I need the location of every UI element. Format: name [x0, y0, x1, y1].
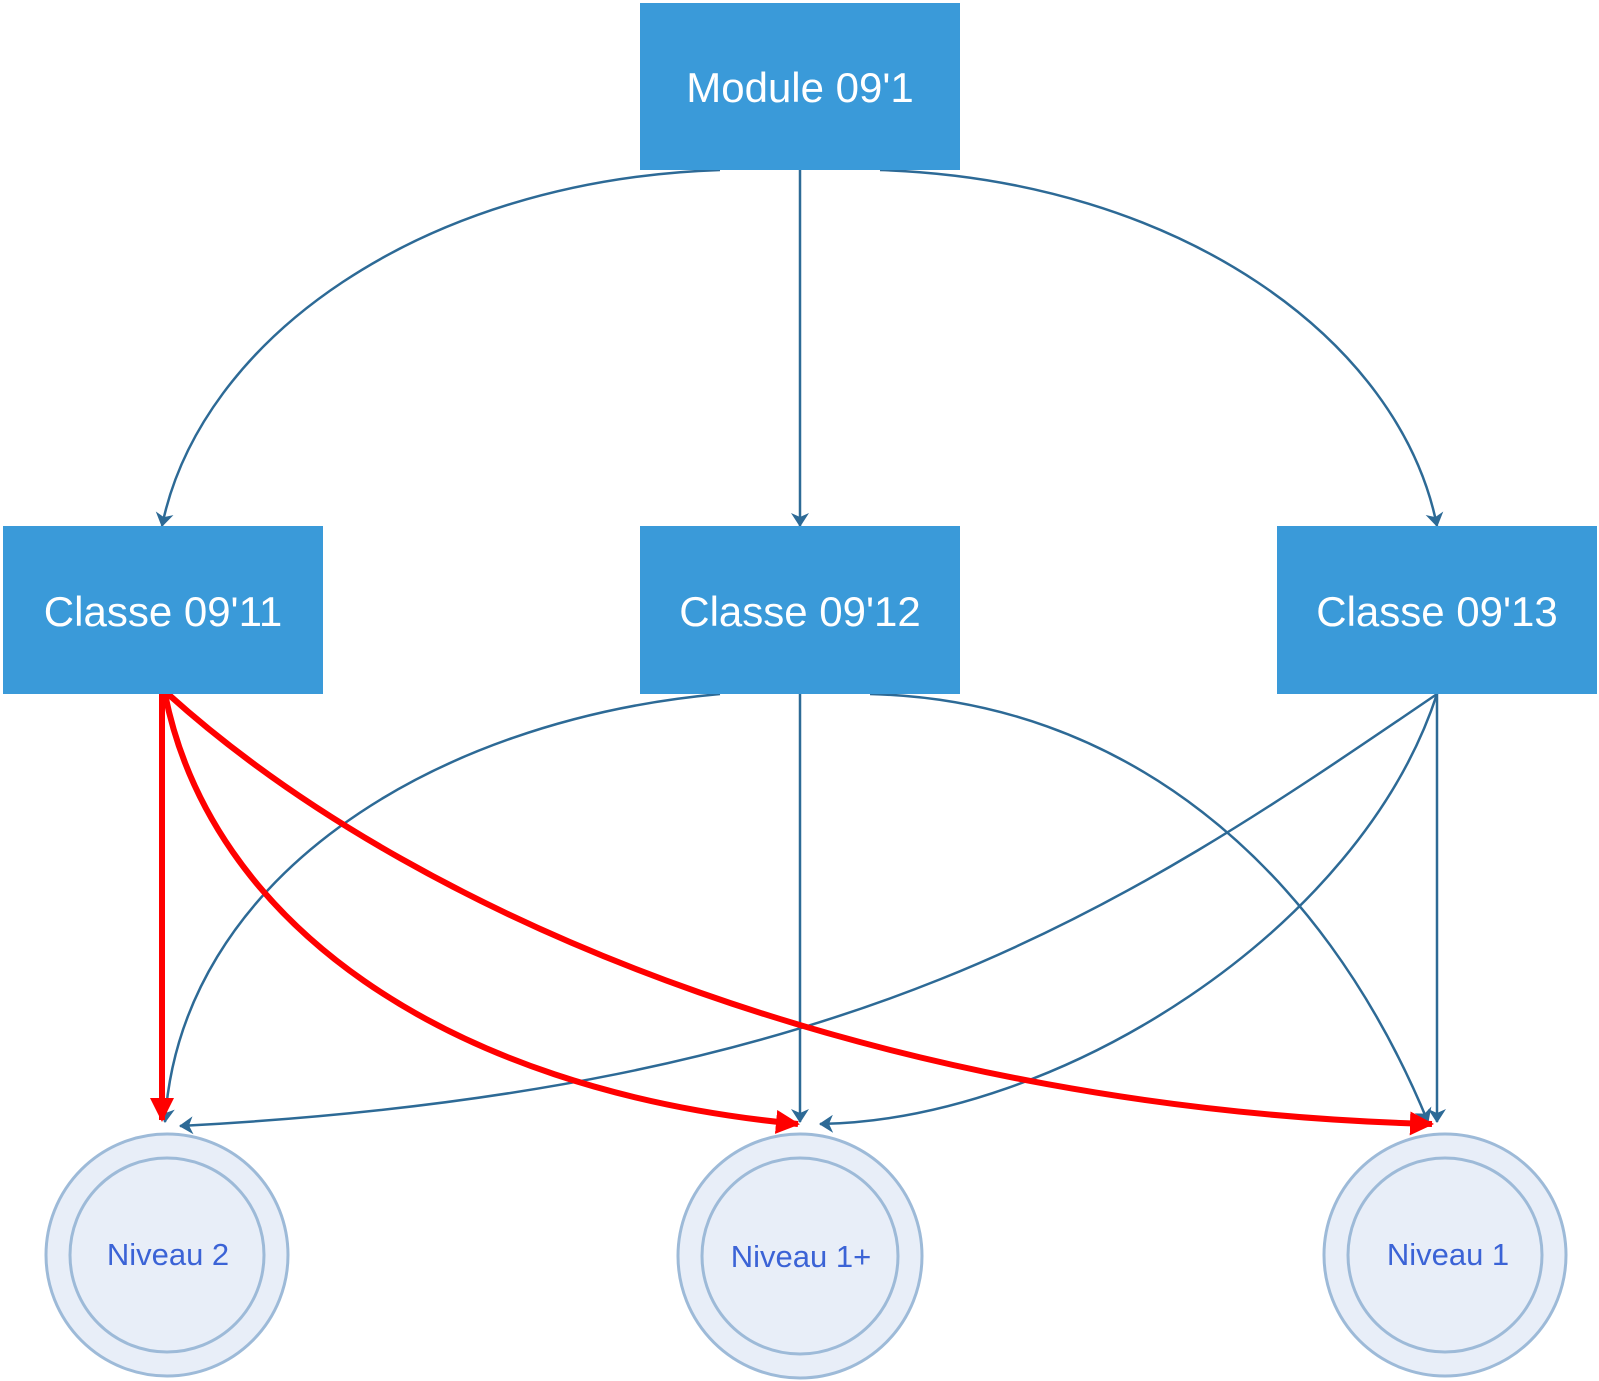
node-classe-11-label: Classe 09'11	[44, 588, 282, 635]
node-niveau-1plus[interactable]: Niveau 1+	[676, 1132, 924, 1380]
node-classe-13[interactable]: Classe 09'13	[1277, 526, 1597, 694]
node-niveau-2-inner-ring	[68, 1156, 266, 1354]
node-niveau-2[interactable]: Niveau 2	[44, 1132, 290, 1378]
node-classe-13-label: Classe 09'13	[1316, 588, 1558, 635]
node-module-label: Module 09'1	[686, 64, 914, 111]
node-module-box	[640, 3, 960, 170]
node-niveau-1-label: Niveau 1	[1387, 1237, 1509, 1272]
edges	[150, 168, 1446, 1136]
node-classe-11-box	[3, 526, 323, 694]
node-classe-11[interactable]: Classe 09'11	[3, 526, 323, 694]
edge-module-to-classe-13	[879, 168, 1444, 527]
node-niveau-2-label: Niveau 2	[107, 1237, 229, 1272]
edge-classe-13-to-niveau-1plus	[819, 693, 1439, 1133]
edge-classe-12-to-niveau-1	[869, 692, 1432, 1123]
node-classe-12-box	[640, 526, 960, 694]
node-niveau-1[interactable]: Niveau 1	[1322, 1132, 1568, 1378]
edge-classe-13-to-niveau-2	[179, 692, 1438, 1135]
edge-classe-12-to-niveau-2	[156, 692, 721, 1123]
node-niveau-1plus-label: Niveau 1+	[731, 1239, 871, 1274]
node-niveau-1-inner-ring	[1346, 1156, 1544, 1354]
node-classe-12-label: Classe 09'12	[679, 588, 921, 635]
edge-classe-11-to-niveau-1	[165, 691, 1434, 1136]
edge-classe-11-to-niveau-1plus	[162, 693, 800, 1134]
node-classe-13-box	[1277, 526, 1597, 694]
edge-module-to-classe-11	[155, 168, 721, 527]
node-classe-12[interactable]: Classe 09'12	[640, 526, 960, 694]
node-module[interactable]: Module 09'1	[640, 3, 960, 170]
node-niveau-1plus-inner-ring	[700, 1156, 900, 1356]
